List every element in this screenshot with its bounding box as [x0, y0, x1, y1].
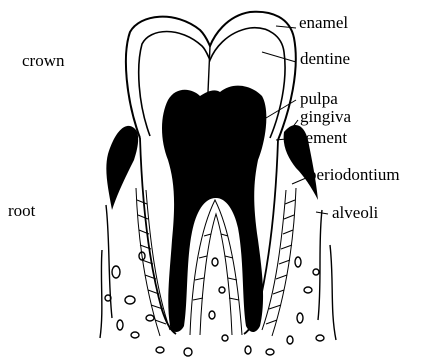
label-alveoli: alveoli [332, 203, 379, 222]
label-crown: crown [22, 51, 65, 70]
label-gingiva: gingiva [300, 107, 351, 126]
gingiva-left [106, 126, 138, 210]
pulpa [162, 86, 266, 332]
furcation-hatching [190, 200, 242, 335]
label-enamel: enamel [299, 13, 348, 32]
alveolar-bone [100, 205, 336, 356]
crown-fissure [208, 46, 210, 92]
label-dentine: dentine [300, 49, 350, 68]
label-cement: cement [298, 128, 347, 147]
label-root: root [8, 201, 36, 220]
label-periodontium: periodontium [308, 165, 400, 184]
label-pulpa: pulpa [300, 89, 338, 108]
periodontium-hatching [136, 188, 296, 336]
